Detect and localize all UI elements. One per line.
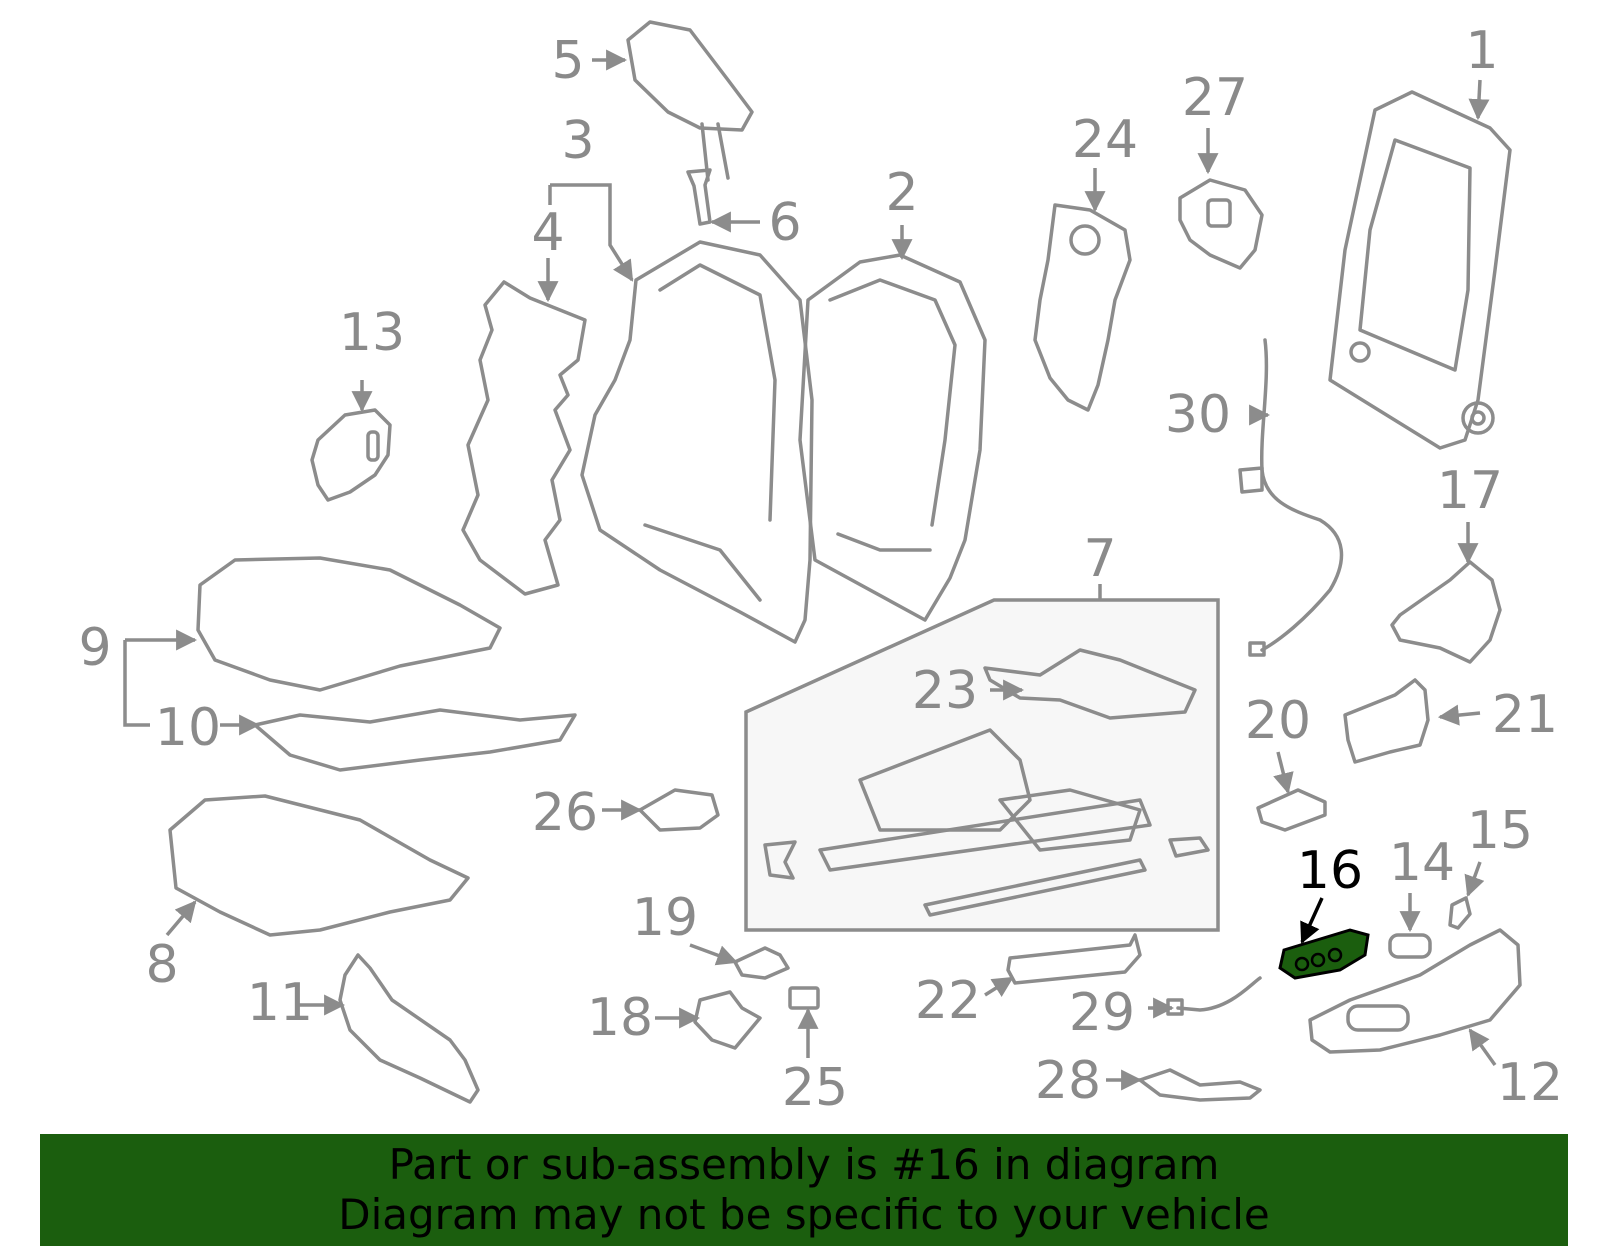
part-20-clip bbox=[1256, 788, 1327, 832]
part-10-cushion-spring bbox=[253, 708, 577, 772]
part-13-recliner-cover bbox=[310, 408, 392, 502]
callout-1: 1 bbox=[1465, 21, 1498, 81]
part-6-headrest-guide bbox=[686, 168, 712, 226]
callout-10: 10 bbox=[155, 698, 221, 758]
part-7-seat-track-box bbox=[744, 598, 1220, 932]
callout-14: 14 bbox=[1389, 833, 1455, 893]
part-16-highlighted bbox=[1278, 928, 1370, 980]
part-30-wire-harness bbox=[1238, 338, 1344, 657]
part-12-outer-shield bbox=[1308, 928, 1522, 1054]
part-15-knob bbox=[1448, 896, 1472, 930]
callout-21: 21 bbox=[1492, 685, 1558, 745]
part-14-knob bbox=[1388, 933, 1432, 959]
parts-diagram: 1 2 3 4 5 6 7 8 9 10 11 12 13 14 15 16 1… bbox=[78, 20, 1563, 1118]
part-21-hook-bracket bbox=[1343, 678, 1430, 764]
callout-13: 13 bbox=[339, 303, 405, 363]
part-18-bracket bbox=[693, 990, 762, 1050]
callout-2: 2 bbox=[885, 163, 918, 223]
callout-25: 25 bbox=[782, 1058, 848, 1118]
part-11-seat-shield bbox=[338, 953, 480, 1104]
callout-22: 22 bbox=[915, 971, 981, 1031]
part-8-cushion-pad bbox=[168, 794, 470, 937]
part-25-clip bbox=[788, 986, 820, 1010]
callout-11: 11 bbox=[247, 973, 313, 1033]
part-9-cushion-cover bbox=[196, 556, 502, 692]
callout-23: 23 bbox=[912, 661, 978, 721]
part-29-wire bbox=[1166, 976, 1262, 1016]
callout-19: 19 bbox=[632, 888, 698, 948]
part-19-clip bbox=[733, 946, 790, 980]
info-banner: Part or sub-assembly is #16 in diagram D… bbox=[40, 1134, 1568, 1246]
bracket-9-10 bbox=[123, 640, 150, 727]
callout-8: 8 bbox=[145, 935, 178, 995]
callout-20: 20 bbox=[1245, 691, 1311, 751]
callout-16: 16 bbox=[1297, 841, 1363, 901]
bracket-3-4 bbox=[550, 183, 634, 282]
part-1-seatback-frame bbox=[1328, 90, 1512, 450]
callout-labels: 1 2 3 4 5 6 7 8 9 10 11 12 13 14 15 16 1… bbox=[78, 21, 1563, 1118]
part-4-pad-inner bbox=[461, 280, 587, 596]
callout-17: 17 bbox=[1437, 461, 1503, 521]
part-17-bracket bbox=[1390, 560, 1502, 664]
callout-30: 30 bbox=[1165, 385, 1231, 445]
part-3-seatback-pad bbox=[580, 240, 814, 644]
callout-7: 7 bbox=[1083, 529, 1116, 589]
part-24-side-bracket bbox=[1033, 203, 1132, 412]
callout-29: 29 bbox=[1069, 983, 1135, 1043]
callout-26: 26 bbox=[532, 783, 598, 843]
callout-6: 6 bbox=[768, 193, 801, 253]
callout-24: 24 bbox=[1072, 110, 1138, 170]
leader-lines bbox=[165, 49, 1497, 1091]
callout-18: 18 bbox=[587, 988, 653, 1048]
part-22-rail-cover bbox=[1006, 933, 1142, 985]
part-28-wire-harness bbox=[1138, 1068, 1262, 1102]
part-5-headrest bbox=[626, 20, 754, 182]
callout-27: 27 bbox=[1182, 68, 1248, 128]
part-26-clip bbox=[638, 788, 720, 832]
callout-12: 12 bbox=[1497, 1053, 1563, 1113]
banner-line-2: Diagram may not be specific to your vehi… bbox=[338, 1190, 1270, 1239]
banner-line-1: Part or sub-assembly is #16 in diagram bbox=[388, 1140, 1220, 1189]
part-2-seatback-cover bbox=[798, 253, 987, 622]
callout-28: 28 bbox=[1035, 1051, 1101, 1111]
callout-9: 9 bbox=[78, 618, 111, 678]
callout-5: 5 bbox=[551, 31, 584, 91]
part-27-airbag bbox=[1178, 178, 1264, 270]
callout-4: 4 bbox=[531, 203, 564, 263]
callout-15: 15 bbox=[1467, 801, 1533, 861]
callout-3: 3 bbox=[561, 111, 594, 171]
